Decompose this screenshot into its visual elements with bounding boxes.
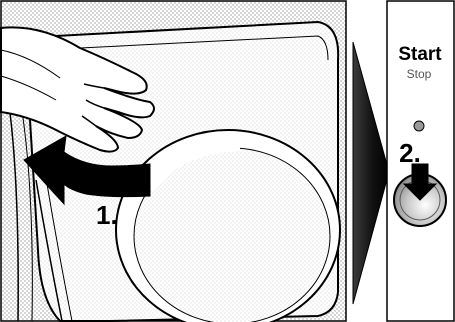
left-panel: 1. — [1, 1, 346, 322]
stop-label: Stop — [407, 67, 432, 81]
step-1-label: 1. — [96, 200, 118, 230]
start-label: Start — [398, 44, 442, 65]
indicator-light-icon — [414, 121, 424, 131]
right-panel: Start Stop 2. — [387, 1, 454, 321]
large-right-arrow-icon — [353, 42, 389, 304]
